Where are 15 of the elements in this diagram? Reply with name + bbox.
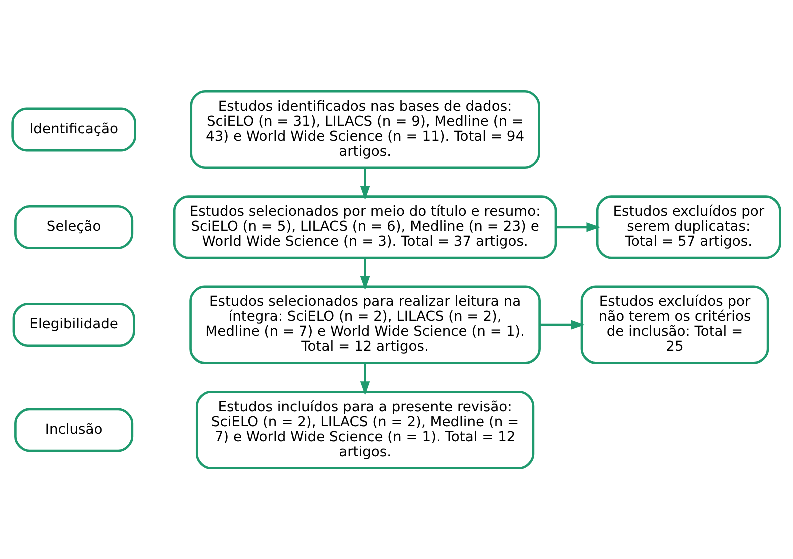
node-box: Estudos excluídos por não terem os critérios de inclusão: Total = 25 <box>580 285 770 364</box>
node-box: Estudos incluídos para a presente revisão: SciELO (n = 2), LILACS (n = 2), Medline (n = 7) e World Wide Science (n = 1). Total = 12 artigos. <box>196 390 535 470</box>
node-box: Estudos identificados nas bases de dados: SciELO (n = 31), LILACS (n = 9), Medline (n = 43) e World Wide Science (n = 11). Total = 94 artigos. <box>190 90 540 169</box>
node-box: Inclusão <box>14 408 134 452</box>
node-box: Estudos selecionados para realizar leitura na íntegra: SciELO (n = 2), LILACS (n = 2), Medline (n = 7) e World Wide Science (n = 1). Total = 12 artigos. <box>190 285 541 364</box>
arrow <box>360 258 370 290</box>
arrow <box>360 168 370 200</box>
arrow <box>556 222 601 232</box>
node-box: Identificação <box>12 107 136 152</box>
node-box: Estudos selecionados por meio do título e resumo: SciELO (n = 5), LILACS (n = 6), Medline (n = 23) e World Wide Science (n = 3). Total = 37 artigos. <box>173 195 558 259</box>
arrow <box>360 362 370 395</box>
node-box: Elegibilidade <box>12 302 136 347</box>
node-box: Seleção <box>14 204 134 249</box>
node-box: Estudos excluídos por serem duplicatas: Total = 57 artigos. <box>596 195 782 259</box>
arrow <box>540 320 586 330</box>
